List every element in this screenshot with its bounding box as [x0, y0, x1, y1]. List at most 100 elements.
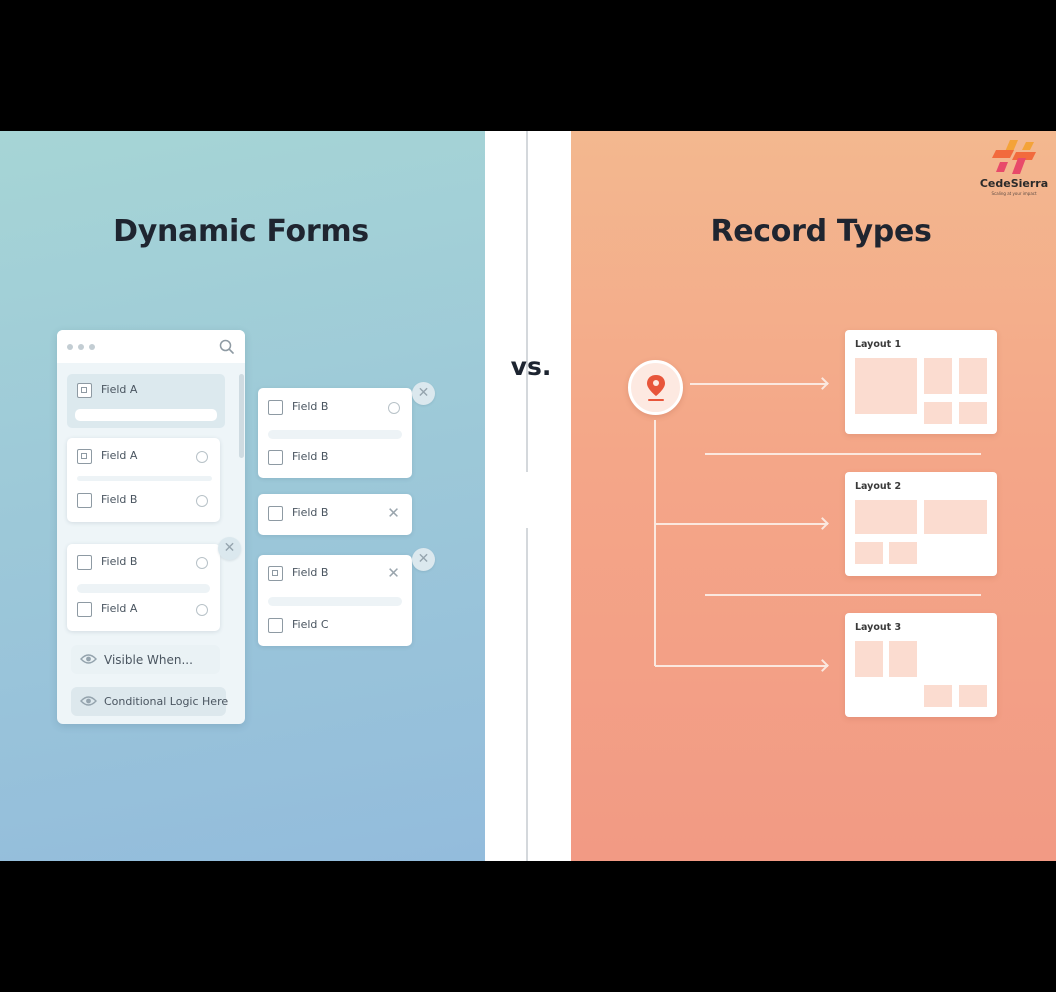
field-input-bar[interactable] — [75, 409, 217, 421]
window-dot-icon — [78, 344, 84, 350]
field-label: Field A — [101, 602, 138, 615]
field-label: Field B — [101, 493, 138, 506]
field-row[interactable]: Field A — [77, 600, 212, 620]
field-row[interactable]: Field C — [268, 616, 404, 636]
layout-block — [889, 641, 917, 677]
brand-logo: CedeSierra Scaling at your impact — [976, 138, 1052, 200]
layout-block — [889, 542, 917, 564]
divider-line-top — [526, 131, 528, 472]
field-label: Field B — [292, 450, 329, 463]
close-icon[interactable]: ✕ — [218, 537, 241, 560]
remove-icon[interactable]: ✕ — [387, 504, 400, 522]
conditional-logic-pill[interactable]: Conditional Logic Here — [71, 687, 229, 716]
checkbox[interactable] — [77, 449, 92, 464]
layout-block — [855, 641, 883, 677]
radio-circle-icon[interactable] — [196, 604, 208, 616]
field-row[interactable]: Field B — [268, 448, 404, 468]
layout-label: Layout 3 — [855, 622, 902, 633]
layout-label: Layout 1 — [855, 339, 902, 350]
divider-line-bottom — [526, 528, 528, 861]
logo-name: CedeSierra — [979, 177, 1049, 190]
separator-line — [705, 453, 981, 455]
vs-label: vs. — [510, 352, 552, 381]
field-row[interactable]: Field A — [77, 447, 212, 467]
pill-label: Visible When... — [104, 653, 193, 667]
vertical-connector — [654, 420, 656, 666]
checkbox[interactable] — [268, 566, 283, 581]
form-section-card: Field B Field A — [67, 544, 220, 631]
field-row[interactable]: Field B — [268, 398, 404, 418]
layout-card-1[interactable]: Layout 1 — [845, 330, 997, 434]
field-label: Field A — [101, 383, 138, 396]
arrow-layout-2 — [655, 523, 828, 525]
field-label: Field A — [101, 449, 138, 462]
eye-icon — [80, 654, 97, 664]
layout-card-2[interactable]: Layout 2 — [845, 472, 997, 576]
radio-circle-icon[interactable] — [196, 451, 208, 463]
checkbox[interactable] — [268, 450, 283, 465]
field-row[interactable]: Field B ✕ — [268, 564, 404, 584]
field-row[interactable]: Field B — [77, 491, 212, 511]
divider-bar — [77, 584, 210, 593]
window-dot-icon — [89, 344, 95, 350]
layout-block — [924, 358, 952, 394]
checkbox[interactable] — [77, 555, 92, 570]
logo-mark-icon — [992, 140, 1036, 174]
pill-label: Conditional Logic Here — [104, 695, 229, 708]
divider-bar — [268, 597, 402, 606]
checkbox[interactable] — [77, 493, 92, 508]
dynamic-forms-title: Dynamic Forms — [113, 214, 369, 249]
field-row: Field A — [77, 381, 217, 401]
remove-icon[interactable]: ✕ — [387, 564, 400, 582]
eye-icon — [80, 696, 97, 706]
layout-block — [924, 402, 952, 424]
arrow-layout-1 — [690, 383, 828, 385]
field-row[interactable]: Field B — [77, 553, 212, 573]
checkbox[interactable] — [77, 602, 92, 617]
layout-card-3[interactable]: Layout 3 — [845, 613, 997, 717]
search-icon[interactable] — [219, 339, 234, 354]
floating-field-card: Field B Field B — [258, 388, 412, 478]
layout-block — [855, 358, 917, 414]
record-type-node[interactable] — [628, 360, 683, 415]
field-label: Field C — [292, 618, 329, 631]
layout-block — [855, 500, 917, 534]
layout-block — [959, 685, 987, 707]
visible-when-pill[interactable]: Visible When... — [71, 645, 220, 674]
window-scrollbar[interactable] — [239, 374, 244, 458]
layout-block — [959, 402, 987, 424]
highlighted-field[interactable]: Field A — [67, 374, 225, 428]
window-header — [57, 330, 245, 363]
layout-block — [924, 500, 987, 534]
location-pin-icon — [647, 375, 665, 401]
field-row[interactable]: Field B ✕ — [268, 504, 404, 524]
divider-panel — [485, 131, 571, 861]
layout-block — [959, 358, 987, 394]
field-label: Field B — [292, 400, 329, 413]
logo-tagline: Scaling at your impact — [991, 191, 1037, 196]
layout-label: Layout 2 — [855, 481, 902, 492]
divider-bar — [77, 476, 212, 481]
floating-field-card: Field B ✕ Field C — [258, 555, 412, 646]
record-types-title: Record Types — [710, 214, 932, 249]
checkbox[interactable] — [268, 618, 283, 633]
field-label: Field B — [101, 555, 138, 568]
form-section-card: Field A Field B — [67, 438, 220, 522]
close-icon[interactable]: ✕ — [412, 548, 435, 571]
separator-line — [705, 594, 981, 596]
layout-block — [924, 685, 952, 707]
floating-field-card: Field B ✕ — [258, 494, 412, 535]
radio-circle-icon[interactable] — [388, 402, 400, 414]
field-icon — [77, 383, 92, 398]
close-icon[interactable]: ✕ — [412, 382, 435, 405]
field-label: Field B — [292, 566, 329, 579]
arrow-layout-3 — [655, 665, 828, 667]
field-label: Field B — [292, 506, 329, 519]
window-dot-icon — [67, 344, 73, 350]
checkbox[interactable] — [268, 506, 283, 521]
radio-circle-icon[interactable] — [196, 557, 208, 569]
radio-circle-icon[interactable] — [196, 495, 208, 507]
checkbox[interactable] — [268, 400, 283, 415]
divider-bar — [268, 430, 402, 439]
layout-block — [855, 542, 883, 564]
